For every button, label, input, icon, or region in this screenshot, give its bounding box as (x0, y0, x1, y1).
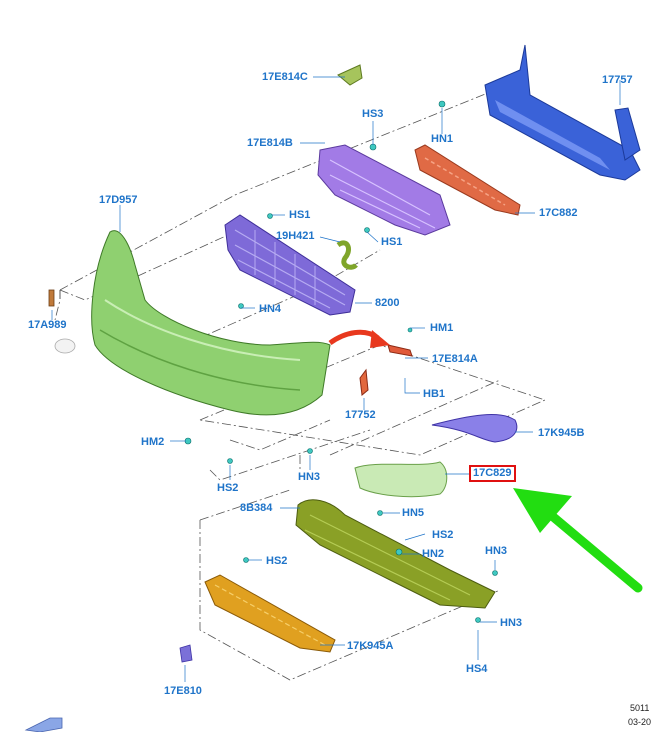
label-17C882[interactable]: 17C882 (539, 207, 578, 219)
label-HS1-lower[interactable]: HS1 (381, 236, 403, 248)
absorber-17C882 (414, 144, 521, 216)
corner-arrow-icon (24, 717, 63, 732)
bumper-cover-17D957 (54, 230, 331, 416)
green-arrow (513, 488, 643, 593)
label-HS1-upper[interactable]: HS1 (289, 209, 311, 221)
bracket-17E814C (337, 64, 363, 86)
shield-17K945A (204, 574, 336, 653)
leader-lines (51, 76, 621, 682)
bracket-17E814B (317, 144, 451, 236)
label-8B384[interactable]: 8B384 (240, 502, 273, 514)
label-17K945A[interactable]: 17K945A (347, 640, 394, 652)
label-17K945B[interactable]: 17K945B (538, 427, 585, 439)
label-17E814A[interactable]: 17E814A (432, 353, 478, 365)
label-HN5[interactable]: HN5 (402, 507, 425, 519)
label-17757[interactable]: 17757 (602, 74, 633, 86)
red-arrow (328, 329, 390, 348)
label-HS2-lower[interactable]: HS2 (266, 555, 288, 567)
footer-date: 03-20 (628, 717, 652, 727)
label-HN4[interactable]: HN4 (259, 303, 282, 315)
deflector-17K945B (431, 414, 518, 443)
label-HS2-right[interactable]: HS2 (432, 529, 454, 541)
label-17752[interactable]: 17752 (345, 409, 376, 421)
label-17C829-highlighted[interactable]: 17C829 (469, 465, 516, 482)
label-HS2-left[interactable]: HS2 (217, 482, 239, 494)
label-8200[interactable]: 8200 (375, 297, 400, 309)
fasteners (184, 100, 498, 623)
label-HM1[interactable]: HM1 (430, 322, 454, 334)
label-HS3[interactable]: HS3 (362, 108, 384, 120)
label-HN3-lower[interactable]: HN3 (500, 617, 523, 629)
label-HN3-upper[interactable]: HN3 (485, 545, 508, 557)
label-17A989[interactable]: 17A989 (28, 319, 67, 331)
label-19H421[interactable]: 19H421 (276, 230, 315, 242)
bracket-19H421 (336, 240, 358, 270)
undershield-8B384 (295, 499, 496, 609)
trim-17C829 (354, 461, 448, 498)
label-HM2[interactable]: HM2 (141, 436, 165, 448)
clip-17E810 (179, 644, 193, 663)
footer-code: 5011 (630, 703, 650, 713)
label-HS4[interactable]: HS4 (466, 663, 488, 675)
clip-17A989 (48, 289, 55, 307)
label-17E814C[interactable]: 17E814C (262, 71, 308, 83)
bracket-17E814A (387, 344, 413, 357)
label-HN2[interactable]: HN2 (422, 548, 445, 560)
bracket-17752 (359, 368, 369, 396)
grille-8200 (224, 214, 356, 316)
label-HN1[interactable]: HN1 (431, 133, 454, 145)
label-HB1[interactable]: HB1 (423, 388, 446, 400)
label-17E814B[interactable]: 17E814B (247, 137, 293, 149)
reinforcement-17757 (484, 44, 641, 181)
label-17E810[interactable]: 17E810 (164, 685, 202, 697)
label-17D957[interactable]: 17D957 (99, 194, 138, 206)
label-HN3-center[interactable]: HN3 (298, 471, 321, 483)
